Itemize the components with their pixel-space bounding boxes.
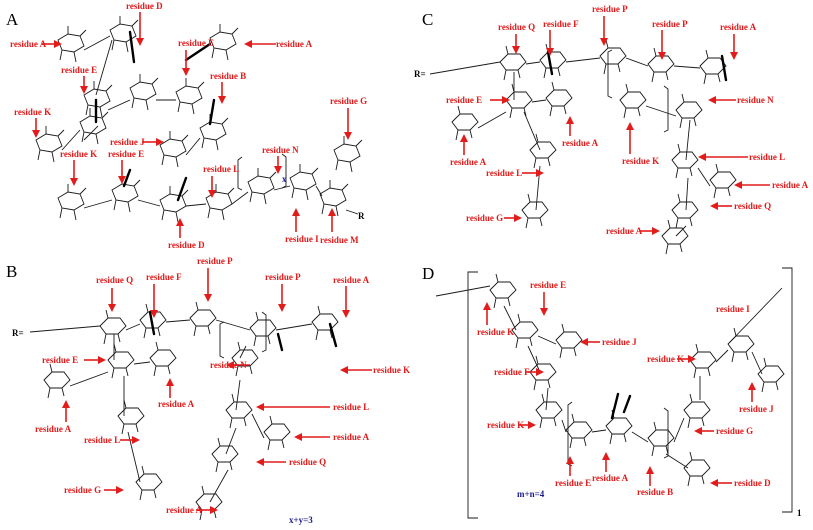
label-residue-f: residue F <box>146 272 182 282</box>
repeat-note-d: m+n=4 <box>517 489 545 499</box>
label-residue-i: residue I <box>285 234 319 244</box>
panel-letter-d: D <box>422 264 435 283</box>
repeat-subscript-d: 1 <box>797 508 802 518</box>
label-residue-a-mid: residue A <box>562 138 599 148</box>
panel-d-arrows <box>483 292 756 487</box>
label-residue-e-top: residue E <box>530 280 566 290</box>
label-residue-a-left: residue A <box>35 424 72 434</box>
label-residue-d-bottom: residue D <box>168 240 205 250</box>
label-residue-e: residue E <box>446 95 482 105</box>
label-residue-g: residue G <box>330 96 367 106</box>
label-residue-n: residue N <box>737 95 774 105</box>
label-residue-g: residue G <box>716 426 753 436</box>
label-residue-k-bottom: residue K <box>60 149 97 159</box>
label-residue-b: residue B <box>210 71 246 81</box>
label-residue-f: residue F <box>543 19 579 29</box>
label-residue-e-bottom: residue E <box>555 478 591 488</box>
panel-letter-a: A <box>6 10 19 29</box>
label-residue-b: residue B <box>637 487 673 497</box>
panel-letter-b: B <box>6 262 18 281</box>
label-residue-a-top-right: residue A <box>720 22 757 32</box>
label-residue-p-top: residue P <box>592 4 628 14</box>
label-residue-d-top: residue D <box>126 1 163 11</box>
label-residue-m: residue M <box>320 235 359 245</box>
label-residue-k-left: residue K <box>14 107 51 117</box>
r-group-a: R <box>358 211 365 221</box>
panel-b-arrows <box>62 268 372 514</box>
label-residue-f: residue F <box>494 367 530 377</box>
label-residue-e-top: residue E <box>178 38 214 48</box>
label-residue-j-mid: residue J <box>602 337 637 347</box>
label-residue-d: residue D <box>734 478 771 488</box>
label-residue-k-lower: residue K <box>487 420 524 430</box>
panel-b-labels: residue P residue Q residue F residue P … <box>12 256 410 525</box>
label-residue-q: residue Q <box>498 22 535 32</box>
label-residue-j-right: residue J <box>739 404 774 414</box>
label-residue-e: residue E <box>42 355 78 365</box>
label-residue-a-mid: residue A <box>158 399 195 409</box>
label-residue-l-right: residue L <box>749 152 785 162</box>
label-residue-p-right: residue P <box>652 19 688 29</box>
repeat-subscript-x: x <box>282 174 287 184</box>
label-residue-a-left: residue A <box>10 39 47 49</box>
label-residue-k: residue K <box>373 365 410 375</box>
label-residue-q: residue Q <box>96 275 133 285</box>
label-residue-k-left: residue K <box>477 327 514 337</box>
label-residue-a: residue A <box>592 473 629 483</box>
panel-c-structure <box>429 39 737 255</box>
panel-c-arrows <box>460 16 770 235</box>
label-residue-k: residue K <box>622 156 659 166</box>
label-residue-a-bottom: residue A <box>166 505 203 515</box>
panel-b-structure <box>29 301 339 521</box>
label-residue-n: residue N <box>262 145 299 155</box>
label-residue-g: residue G <box>466 213 503 223</box>
repeat-note-b: x+y=3 <box>289 515 313 525</box>
label-residue-p-right: residue P <box>265 272 301 282</box>
label-residue-a-right: residue A <box>772 180 809 190</box>
panel-c-labels: residue P residue Q residue F residue P … <box>414 4 809 236</box>
label-residue-a-right: residue A <box>276 39 313 49</box>
label-residue-l-left: residue L <box>84 435 120 445</box>
label-residue-k-right: residue K <box>647 354 684 364</box>
label-residue-e-mid: residue E <box>108 149 144 159</box>
label-residue-l-right: residue L <box>333 402 369 412</box>
r-group-b: R= <box>12 328 24 338</box>
label-residue-l: residue L <box>203 164 239 174</box>
label-residue-j: residue J <box>110 137 145 147</box>
label-residue-a-bottom: residue A <box>606 226 643 236</box>
label-residue-a-right: residue A <box>333 275 370 285</box>
panel-a-labels: residue D residue A residue E residue A … <box>10 1 367 250</box>
label-residue-q-lower: residue Q <box>734 201 771 211</box>
label-residue-a-left: residue A <box>450 157 487 167</box>
label-residue-l-left: residue L <box>486 168 522 178</box>
panel-letter-c: C <box>422 10 434 29</box>
r-group-c: R= <box>414 69 426 79</box>
panel-d-structure <box>435 267 793 519</box>
label-residue-i: residue I <box>716 304 750 314</box>
label-residue-p-top: residue P <box>197 256 233 266</box>
label-residue-g: residue G <box>64 485 101 495</box>
label-residue-e-left: residue E <box>61 65 97 75</box>
panel-a-structure <box>35 15 363 223</box>
label-residue-q-lower: residue Q <box>289 457 326 467</box>
label-residue-a-lower-right: residue A <box>333 432 370 442</box>
panel-a-arrows <box>32 12 352 238</box>
panel-d-labels: residue E residue I residue K residue J … <box>477 280 802 518</box>
